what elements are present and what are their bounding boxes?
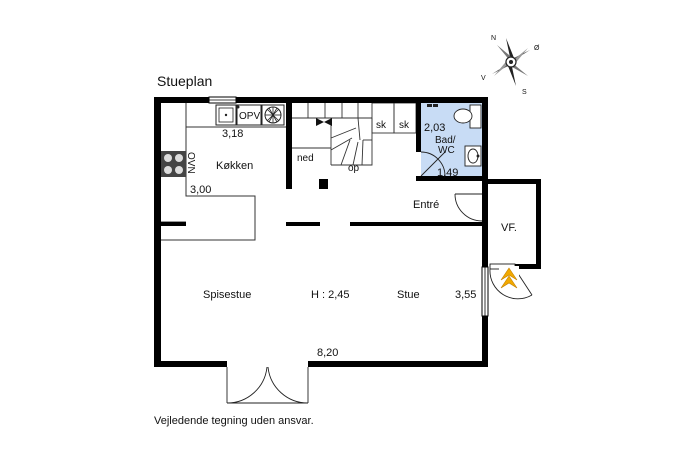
dishwasher-box [236, 104, 262, 126]
dishwasher-label: OPV [239, 111, 260, 122]
extractor-fan-icon [261, 104, 285, 126]
compass-rose-icon [492, 38, 530, 86]
room-bath-label-1: Bad/ [435, 135, 456, 146]
entry-door [454, 193, 483, 222]
compass-west-label: V [481, 75, 486, 82]
entrance-arrow-icon [499, 266, 519, 289]
stair-down-label: ned [297, 153, 314, 164]
cabinet-2-label: sk [399, 120, 410, 131]
compass-north-label: N [491, 35, 496, 42]
stair-arrow-icon [316, 118, 332, 126]
sink-icon [215, 104, 240, 126]
towel-hook-icon [427, 104, 438, 107]
room-living-label: Stue [397, 289, 420, 301]
plan-title: Stueplan [157, 73, 212, 89]
room-dining-label: Spisestue [203, 289, 251, 301]
walls [154, 97, 541, 367]
ceiling-height-label: H : 2,45 [311, 289, 350, 301]
disclaimer: Vejledende tegning uden ansvar. [154, 415, 314, 427]
garden-doors [226, 366, 309, 404]
dim-bath-depth: 1,49 [437, 167, 458, 179]
dim-bath-width: 2,03 [424, 122, 445, 134]
oven-label: OVN [185, 152, 196, 174]
room-porch-label: VF. [501, 222, 517, 234]
washbasin-icon [464, 145, 482, 167]
room-entry-label: Entré [413, 199, 439, 211]
cabinet-1-label: sk [376, 120, 387, 131]
dim-total-width: 8,20 [317, 347, 338, 359]
room-kitchen-label: Køkken [216, 160, 253, 172]
stair-up-label: op [348, 163, 360, 174]
dim-kitchen-depth: 3,00 [190, 184, 211, 196]
compass-east-label: Ø [534, 45, 540, 52]
dim-living-depth: 3,55 [455, 289, 476, 301]
toilet-icon [453, 104, 482, 129]
dim-kitchen-width: 3,18 [222, 128, 243, 140]
compass-south-label: S [522, 89, 527, 96]
hob-icon [161, 151, 186, 177]
room-bath-label-2: WC [438, 145, 455, 156]
bathroom-door [420, 151, 446, 177]
